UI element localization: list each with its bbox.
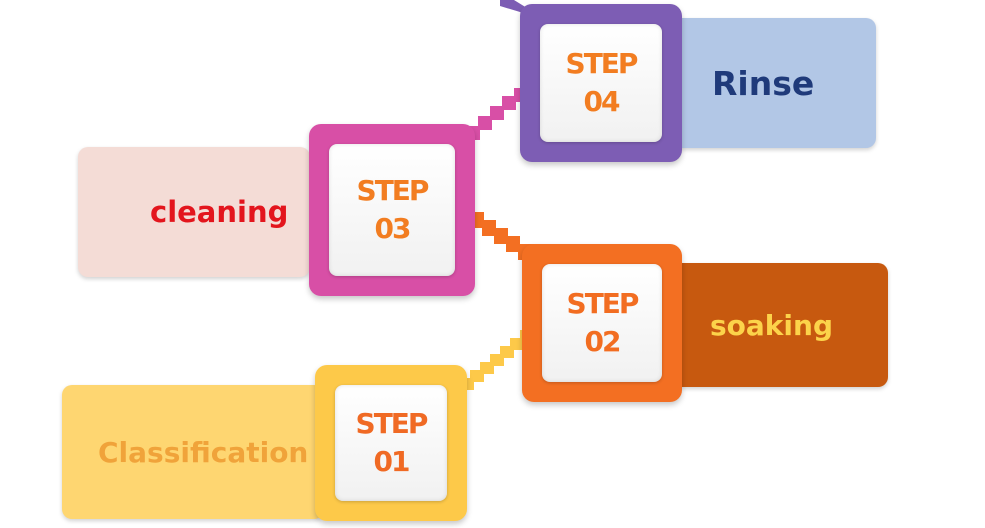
label-box-classification: Classification [62, 385, 324, 519]
label-classification: Classification [98, 435, 309, 469]
step-word: STEP [566, 287, 640, 320]
step-word: STEP [355, 407, 429, 440]
step-number-04: 04 [583, 85, 621, 118]
step-card-04: STEP 04 [520, 4, 682, 162]
connector-top-step4 [500, 0, 540, 28]
step-word: STEP [356, 174, 430, 207]
label-soaking: soaking [710, 308, 833, 342]
step-badge-03: STEP 03 [329, 144, 455, 276]
step-badge-04: STEP 04 [540, 24, 662, 142]
label-rinse: Rinse [712, 63, 815, 103]
step-card-03: STEP 03 [309, 124, 475, 296]
step-badge-01: STEP 01 [335, 385, 447, 501]
label-box-rinse: Rinse [668, 18, 876, 148]
label-box-soaking: soaking [672, 263, 888, 387]
label-box-cleaning: cleaning [78, 147, 310, 277]
step-number-03: 03 [374, 212, 412, 245]
step-number-01: 01 [373, 445, 411, 478]
step-card-01: STEP 01 [315, 365, 467, 521]
step-number-02: 02 [584, 325, 622, 358]
step-badge-02: STEP 02 [542, 264, 662, 382]
label-cleaning: cleaning [150, 195, 289, 229]
step-word: STEP [565, 47, 639, 80]
step-card-02: STEP 02 [522, 244, 682, 402]
